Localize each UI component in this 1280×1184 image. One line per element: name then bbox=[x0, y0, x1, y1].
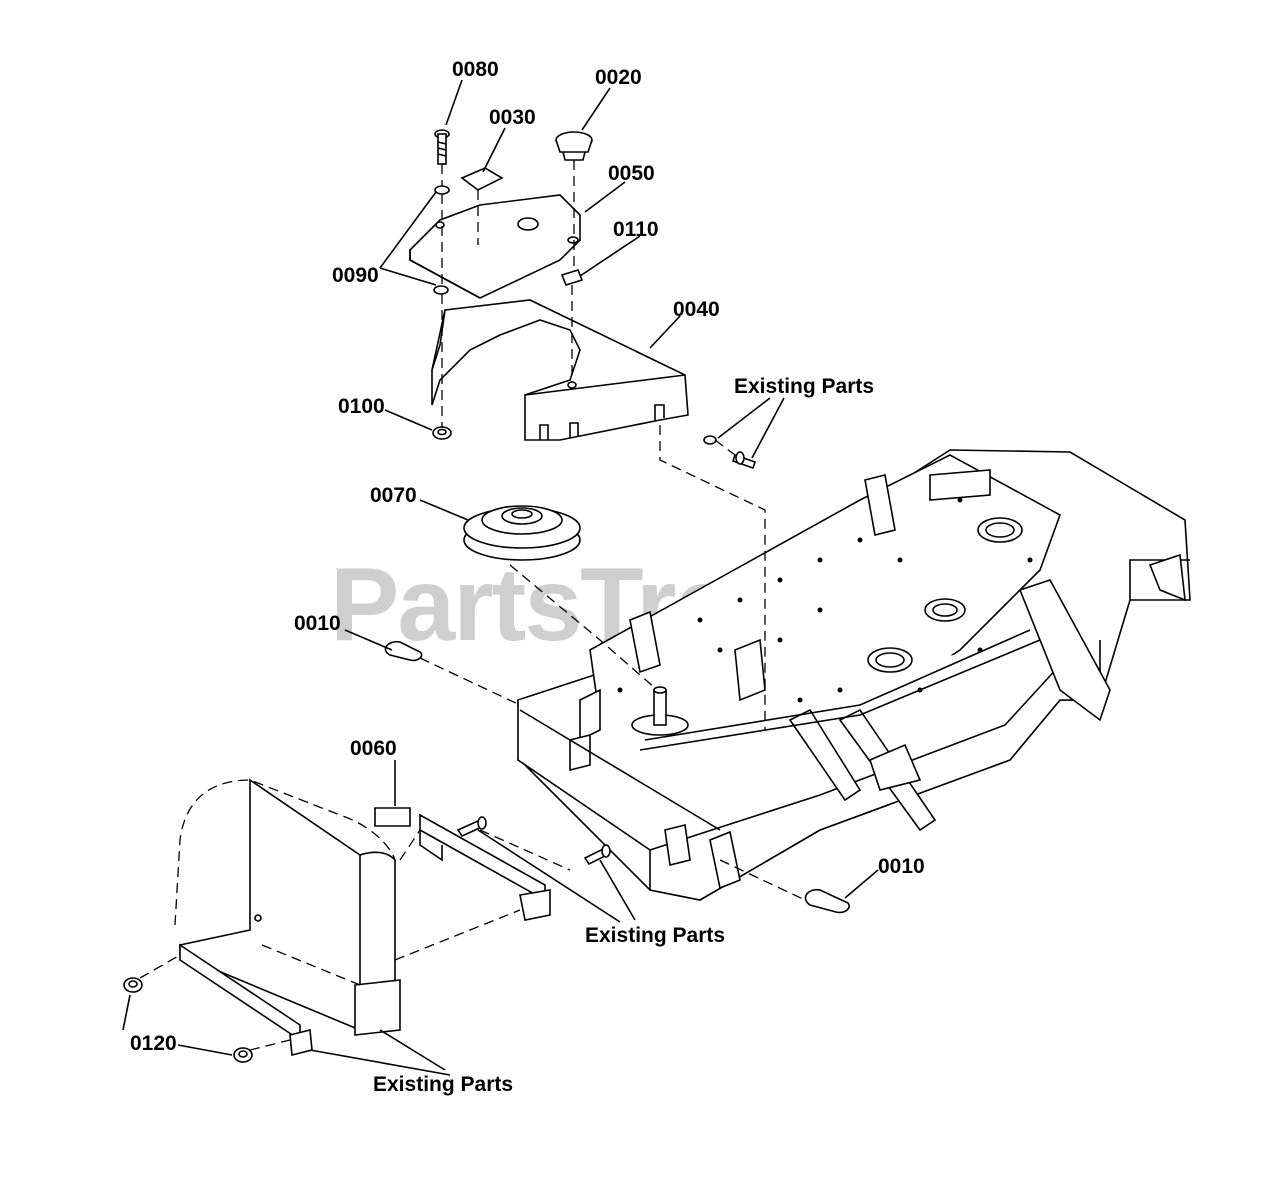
existing-parts-label-middle: Existing Parts bbox=[585, 924, 725, 947]
decal bbox=[460, 167, 504, 191]
belt-shield bbox=[431, 299, 689, 441]
nut-0100 bbox=[432, 426, 452, 440]
part-label-0020[interactable]: 0020 bbox=[595, 66, 642, 89]
pin-0010-right bbox=[804, 888, 850, 914]
clip-nut-0110 bbox=[560, 269, 584, 286]
part-label-0080[interactable]: 0080 bbox=[452, 58, 499, 81]
part-label-0100[interactable]: 0100 bbox=[338, 395, 385, 418]
assembly-lines bbox=[139, 160, 806, 1051]
belt-cover-top bbox=[409, 194, 581, 299]
decal-0060 bbox=[374, 807, 411, 827]
part-label-0010-left[interactable]: 0010 bbox=[294, 612, 341, 635]
existing-parts-label-lower: Existing Parts bbox=[373, 1073, 513, 1096]
nuts-0120 bbox=[123, 977, 253, 1063]
chute-mount-bar bbox=[419, 813, 551, 921]
pin-0010-left bbox=[384, 640, 423, 662]
part-label-0060[interactable]: 0060 bbox=[350, 737, 397, 760]
part-label-0090[interactable]: 0090 bbox=[332, 264, 379, 287]
part-label-0050[interactable]: 0050 bbox=[608, 162, 655, 185]
part-label-0110[interactable]: 0110 bbox=[613, 218, 659, 241]
part-label-0120[interactable]: 0120 bbox=[130, 1032, 177, 1055]
callouts: Existing Parts Existing Parts Existing P… bbox=[373, 375, 874, 1096]
bolt-0080 bbox=[434, 129, 450, 165]
existing-hardware-upper bbox=[703, 435, 757, 470]
part-label-0070[interactable]: 0070 bbox=[370, 484, 417, 507]
leader-lines bbox=[122, 79, 879, 1076]
pulley-0070 bbox=[463, 505, 581, 561]
mower-deck bbox=[517, 449, 1191, 901]
existing-bolts-lower bbox=[456, 816, 611, 866]
part-label-0030[interactable]: 0030 bbox=[489, 106, 536, 129]
part-label-0040[interactable]: 0040 bbox=[673, 298, 720, 321]
part-labels: 0080 0020 0030 0050 0110 0090 0040 0100 … bbox=[130, 58, 925, 1055]
part-label-0010-right[interactable]: 0010 bbox=[878, 855, 925, 878]
side-chute bbox=[174, 778, 401, 1057]
knob-0020 bbox=[555, 131, 593, 161]
existing-parts-label-upper: Existing Parts bbox=[734, 375, 874, 398]
